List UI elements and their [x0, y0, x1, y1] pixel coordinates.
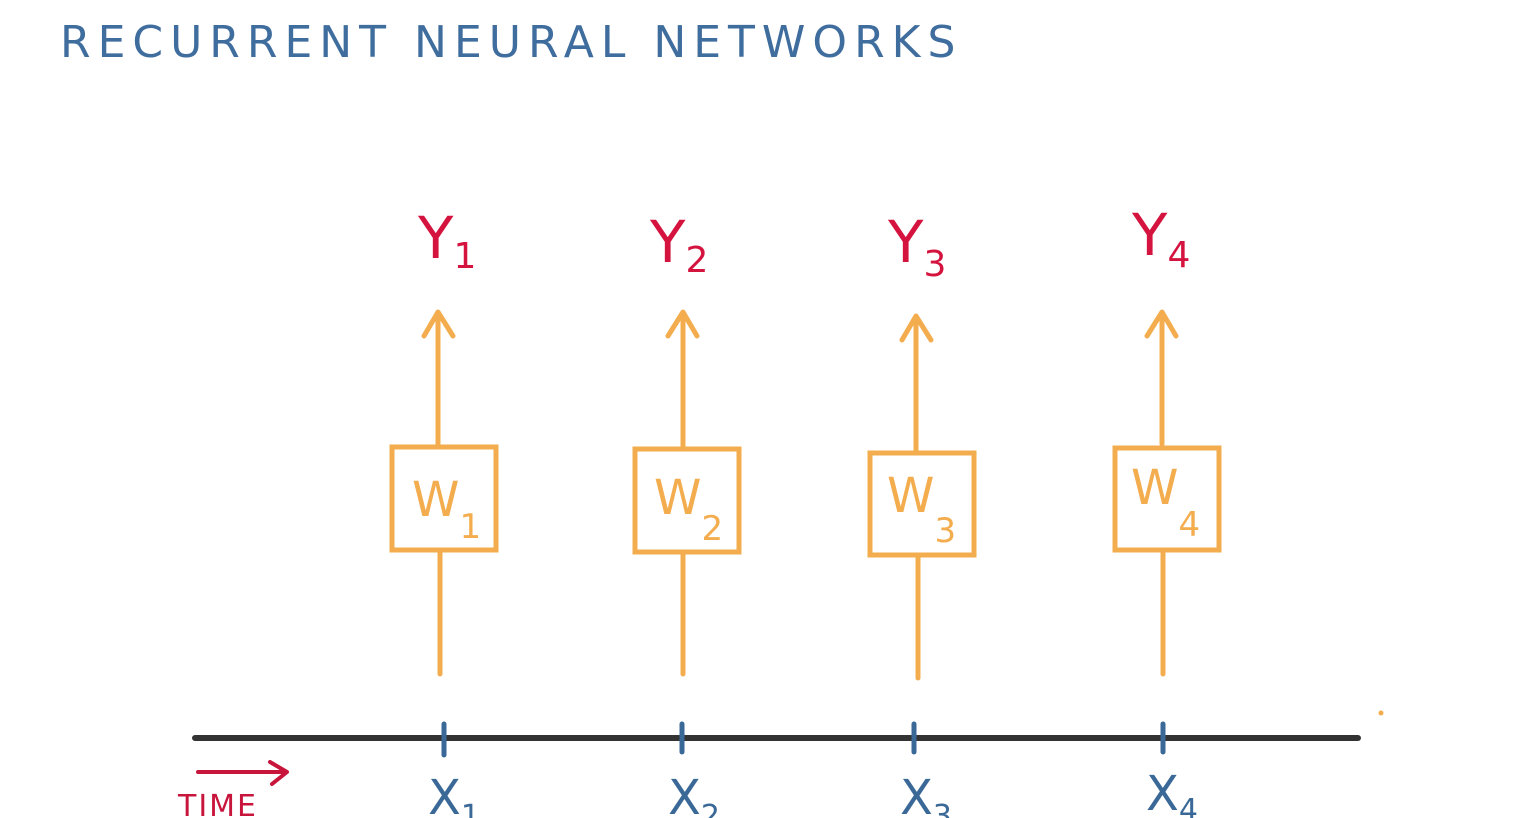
- output-label-1: Y1: [417, 204, 476, 277]
- diagram-title: RECURRENT NEURAL NETWORKS: [60, 17, 962, 68]
- weight-symbol: W: [887, 468, 934, 524]
- time-arrow-icon: [196, 760, 289, 786]
- input-label-2: X2: [668, 770, 720, 818]
- output-label-4: Y4: [1131, 201, 1190, 276]
- time-step-3: Y3 W3 X3: [867, 208, 977, 818]
- output-subscript: 4: [1167, 235, 1190, 276]
- output-label-2: Y2: [649, 208, 708, 281]
- marker-dot: [1378, 710, 1384, 716]
- output-subscript: 3: [923, 244, 946, 285]
- time-label: TIME: [177, 789, 258, 818]
- output-subscript: 1: [453, 236, 476, 277]
- output-subscript: 2: [685, 240, 708, 281]
- time-indicator: TIME: [177, 760, 289, 818]
- weight-box-3: [867, 450, 977, 558]
- output-symbol: Y: [649, 208, 686, 276]
- input-symbol: X: [668, 770, 701, 818]
- output-arrow-3: [899, 313, 934, 453]
- weight-subscript: 3: [934, 511, 956, 551]
- time-step-1: Y1 W1 X1: [389, 204, 499, 818]
- weight-symbol: W: [654, 470, 701, 526]
- time-step-4: Y4 W4 X4: [1112, 201, 1222, 818]
- weight-symbol: W: [412, 472, 459, 528]
- output-symbol: Y: [1131, 201, 1168, 269]
- weight-subscript: 2: [701, 509, 723, 549]
- input-label-1: X1: [428, 770, 480, 818]
- input-subscript: 2: [701, 799, 720, 818]
- weight-box-1: [389, 444, 499, 553]
- output-arrow-4: [1144, 309, 1179, 447]
- weight-label-2: W2: [654, 470, 723, 549]
- input-symbol: X: [428, 770, 461, 818]
- weight-box-2: [632, 446, 742, 555]
- input-label-4: X4: [1146, 766, 1198, 818]
- input-symbol: X: [1146, 766, 1179, 818]
- weight-label-1: W1: [412, 472, 481, 547]
- output-arrow-2: [665, 309, 700, 449]
- output-label-3: Y3: [887, 208, 946, 285]
- weight-label-3: W3: [887, 468, 956, 551]
- input-symbol: X: [900, 770, 933, 818]
- input-label-3: X3: [900, 770, 952, 818]
- output-symbol: Y: [887, 208, 924, 276]
- weight-subscript: 4: [1178, 505, 1200, 545]
- weight-label-4: W4: [1131, 460, 1200, 545]
- weight-box-4: [1112, 445, 1222, 553]
- input-subscript: 3: [933, 799, 952, 818]
- output-arrow-1: [421, 309, 456, 447]
- weight-subscript: 1: [459, 507, 481, 547]
- input-subscript: 1: [461, 799, 480, 818]
- weight-symbol: W: [1131, 460, 1178, 516]
- time-step-2: Y2 W2 X2: [632, 208, 742, 818]
- output-symbol: Y: [417, 204, 454, 272]
- input-subscript: 4: [1179, 793, 1198, 818]
